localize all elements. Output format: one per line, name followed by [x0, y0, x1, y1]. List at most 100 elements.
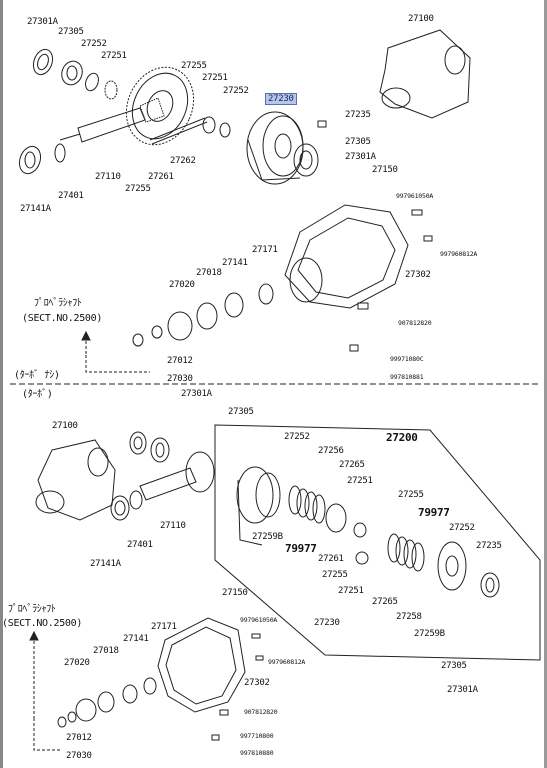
non-turbo-label: (ﾀｰﾎﾞ ﾅｼ)	[14, 370, 60, 381]
sect-ref-lower[interactable]: (SECT.NO.2500)	[2, 618, 83, 629]
label-27305-lower: 27305	[228, 407, 254, 417]
label-27255-upper: 27255	[181, 61, 207, 71]
spacer-27252-center	[219, 122, 231, 138]
label-27259B-left: 27259B	[252, 532, 283, 542]
label-27262: 27262	[170, 156, 196, 166]
nut-27030-upper	[132, 333, 144, 347]
prop-shaft-note-lower: ﾌﾟﾛﾍﾟﾗｼｬﾌﾄ	[8, 604, 56, 615]
label-27141A-lower: 27141A	[90, 559, 121, 569]
label-27251-lower: 27251	[347, 476, 373, 486]
label-27255-lower-upper: 27255	[125, 184, 151, 194]
label-27018-lower: 27018	[93, 646, 119, 656]
carrier-27100-lower	[35, 439, 116, 521]
label-27030-lower: 27030	[66, 751, 92, 761]
label-997961050A-upper: 997961050A	[396, 192, 434, 200]
label-27141-upper: 27141	[222, 258, 248, 268]
spacer-27252-upper	[85, 72, 99, 92]
ring-gear-27255-upper	[125, 66, 195, 146]
washer-27251-upper	[104, 80, 118, 100]
flange-27020-upper	[167, 311, 193, 341]
label-27259B-right: 27259B	[414, 629, 445, 639]
bolt-997710800-lower	[211, 734, 220, 741]
oil-seal-27141A-upper	[18, 145, 42, 175]
bearing-27018-upper	[196, 302, 218, 330]
bolt-997960812A-upper	[423, 235, 433, 242]
label-27302-lower: 27302	[244, 678, 270, 688]
bearing-27301A-lower	[129, 431, 147, 455]
bolt-997710800-upper	[349, 344, 359, 352]
label-27255-lower-2: 27255	[322, 570, 348, 580]
label-27251-upper: 27251	[101, 51, 127, 61]
label-27150-upper: 27150	[372, 165, 398, 175]
label-27150-lower: 27150	[222, 588, 248, 598]
bearing-27401-upper	[54, 143, 66, 163]
pinion-gear-27255-lower	[353, 522, 367, 538]
label-27261: 27261	[148, 172, 174, 182]
side-gear-27261-lower	[325, 503, 347, 533]
label-27141-lower: 27141	[123, 634, 149, 644]
label-27030-upper: 27030	[167, 374, 193, 384]
turbo-label: (ﾀｰﾎﾞ)	[22, 389, 53, 400]
label-27401-lower: 27401	[127, 540, 153, 550]
label-27020-upper: 27020	[169, 280, 195, 290]
assembly-box-27200	[214, 424, 541, 661]
cover-27150-upper	[284, 204, 409, 309]
page-edge-left	[0, 0, 3, 768]
label-27301A-right-lower: 27301A	[447, 685, 478, 695]
label-907812820-upper: 907812820	[398, 319, 432, 327]
nut-27030-lower	[57, 716, 67, 728]
label-27265-upper: 27265	[339, 460, 365, 470]
bolt-27235-upper	[317, 120, 327, 128]
label-27305-right-lower: 27305	[441, 661, 467, 671]
label-27255-lower: 27255	[398, 490, 424, 500]
label-997810880-upper: 997810881	[390, 373, 424, 381]
pinion-gear-27255-lower-2	[355, 551, 369, 565]
label-27110-lower: 27110	[160, 521, 186, 531]
label-27012-lower: 27012	[66, 733, 92, 743]
washer-27012-lower	[67, 711, 77, 723]
label-27301A-right-upper: 27301A	[345, 152, 376, 162]
label-27200: 27200	[386, 431, 418, 444]
label-27252-upper: 27252	[81, 39, 107, 49]
label-27141A-upper: 27141A	[20, 204, 51, 214]
label-27230-highlight[interactable]: 27230	[265, 93, 297, 105]
label-79977-right: 79977	[418, 506, 450, 519]
label-27235-lower: 27235	[476, 541, 502, 551]
seal-27141-upper	[224, 292, 244, 318]
diff-case-27230-upper	[246, 111, 304, 185]
flange-27020-lower	[75, 698, 97, 722]
label-27171-upper: 27171	[252, 245, 278, 255]
label-27302-upper: 27302	[405, 270, 431, 280]
label-27018-upper: 27018	[196, 268, 222, 278]
drive-pinion-27110-lower	[139, 451, 215, 501]
bolt-997961050A-upper	[411, 209, 423, 216]
label-27258: 27258	[396, 612, 422, 622]
bearing-27018-lower	[97, 691, 115, 713]
label-79977-left: 79977	[285, 542, 317, 555]
diff-cover-right-lower	[437, 541, 467, 591]
bearing-27301A-upper	[32, 48, 54, 76]
label-997710800-lower: 997710800	[240, 732, 274, 740]
label-27251-lower-2: 27251	[338, 586, 364, 596]
label-27305-right-upper: 27305	[345, 137, 371, 147]
label-27252-lower: 27252	[284, 432, 310, 442]
label-27100-lower: 27100	[52, 421, 78, 431]
leader-27030-lower	[33, 718, 60, 751]
page-edge-right	[544, 0, 547, 768]
label-27171-lower: 27171	[151, 622, 177, 632]
label-27301A-upper: 27301A	[27, 17, 58, 27]
bearing-27305-right-lower	[480, 572, 500, 598]
spacer-27171-upper	[258, 283, 274, 305]
label-907812820-lower: 907812820	[244, 708, 278, 716]
washer-27012-upper	[151, 325, 163, 339]
sect-ref-upper[interactable]: (SECT.NO.2500)	[22, 313, 103, 324]
label-27252-center: 27252	[223, 86, 249, 96]
label-27265-lower: 27265	[372, 597, 398, 607]
label-997710800-upper: 99971080C	[390, 355, 424, 363]
label-997960812A-lower: 997960812A	[268, 658, 306, 666]
drive-pinion-27110-upper	[59, 97, 165, 143]
oil-seal-27141A-lower	[110, 495, 130, 521]
diff-case-27230-lower	[236, 466, 281, 546]
spacer-27171-lower	[143, 677, 157, 695]
